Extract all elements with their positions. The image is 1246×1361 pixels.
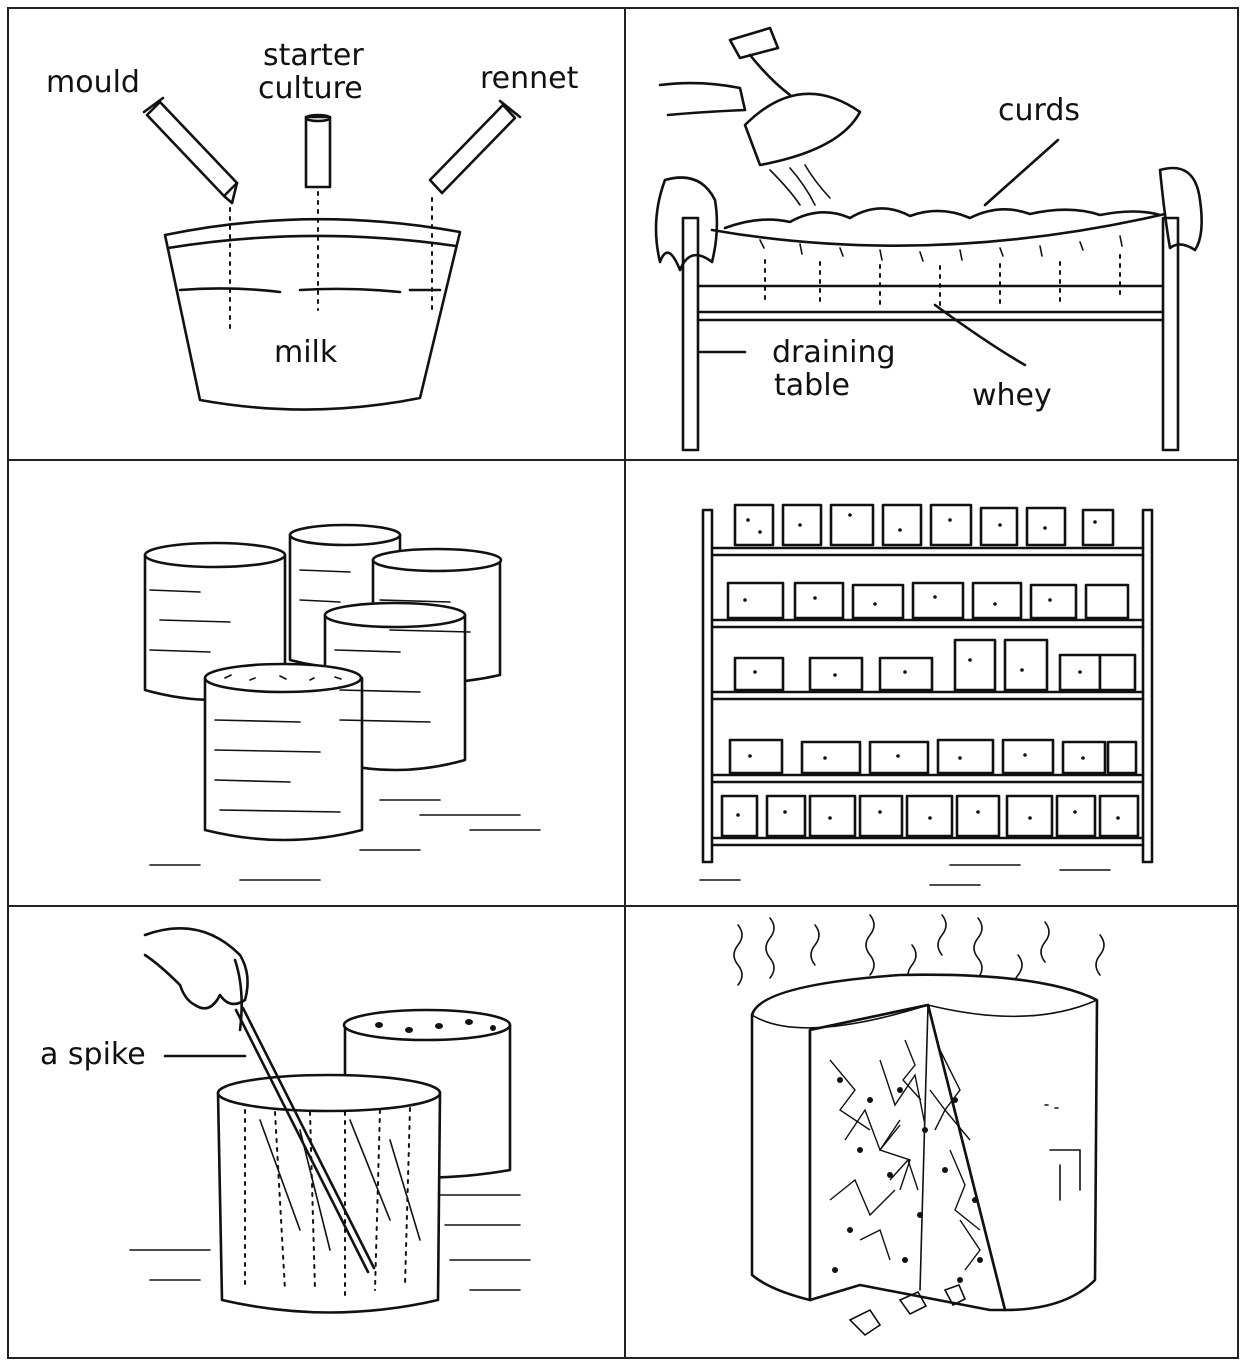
label-mould: mould [46, 65, 140, 100]
panel-2-draining: curds draining table whey [656, 28, 1202, 450]
panel-6-ripened-blue-cheese [734, 915, 1104, 1335]
curds-pile [725, 208, 1160, 305]
label-spike: a spike [40, 1037, 146, 1072]
panel-1-adding-ingredients: mould starter culture rennet milk [46, 38, 579, 410]
label-draining-table-2: table [774, 368, 850, 403]
label-curds: curds [998, 93, 1080, 128]
mould-pipette [144, 98, 237, 330]
floor-lines [700, 865, 1110, 885]
label-whey: whey [972, 378, 1052, 413]
rennet-pipette [430, 101, 520, 310]
panel-4-ripening-shelves [700, 505, 1152, 885]
label-starter-culture-2: culture [258, 71, 363, 106]
milk-bowl [165, 219, 460, 409]
label-milk: milk [274, 335, 338, 370]
cut-cheese-wheel [752, 975, 1097, 1310]
label-rennet: rennet [480, 61, 579, 96]
whey-pointer [935, 305, 1025, 365]
starter-culture-pipette [306, 115, 330, 310]
panel-5-spiking: a spike [40, 928, 530, 1312]
label-starter-culture-1: starter [263, 38, 364, 73]
panel-3-moulding [145, 525, 540, 880]
curds-pointer [985, 140, 1058, 205]
label-draining-table-1: draining [772, 335, 896, 370]
draining-table [683, 218, 1178, 450]
